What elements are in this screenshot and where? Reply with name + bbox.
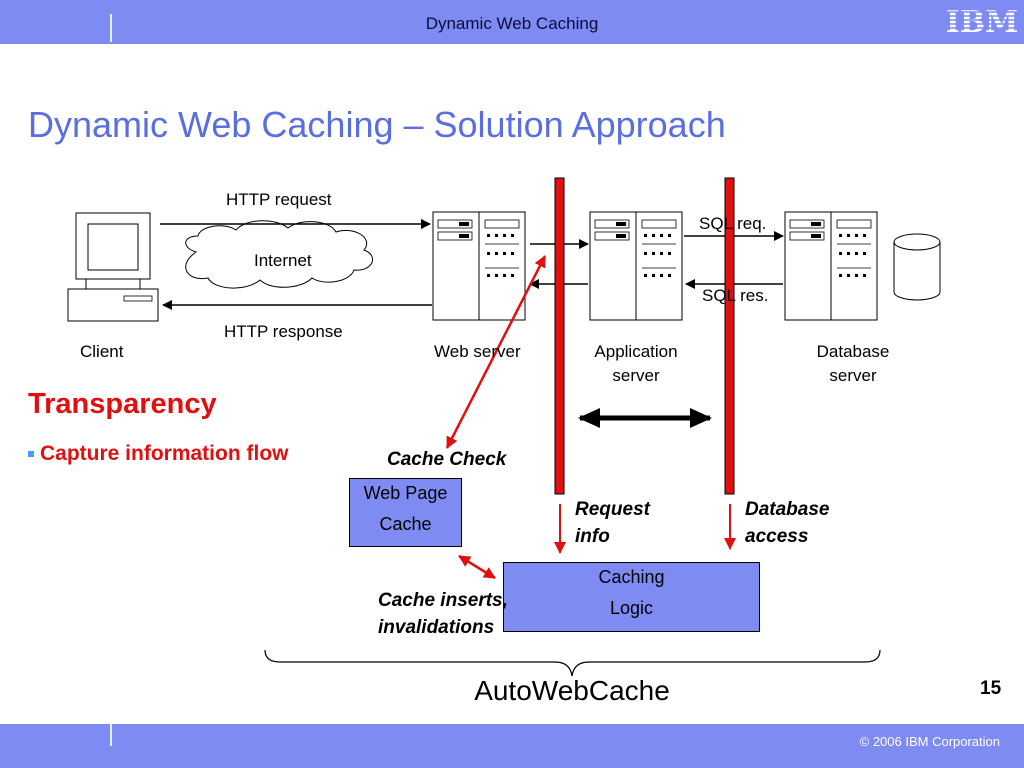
- header-bar: Dynamic Web Caching IBM: [0, 0, 1024, 44]
- autowebcache-brace: [264, 649, 881, 677]
- bullet-capture-information-flow: Capture information flow: [40, 442, 289, 465]
- header-title: Dynamic Web Caching: [425, 14, 599, 33]
- app-server-icon: [589, 211, 683, 321]
- footer-bar: © 2006 IBM Corporation: [0, 724, 1024, 768]
- footer-divider: [110, 724, 112, 746]
- cache-check-arrow: [445, 255, 547, 449]
- db-server-icon: [784, 211, 878, 321]
- transparency-heading: Transparency: [28, 388, 217, 420]
- request-info-label-line2: info: [575, 526, 610, 547]
- header-divider: [110, 14, 112, 42]
- caching-logic-line1: Caching: [598, 567, 665, 587]
- ibm-logo-icon: IBM: [946, 6, 1018, 36]
- slide-number: 15: [980, 678, 1002, 699]
- cache-inserts-label-line1: Cache inserts,: [378, 590, 508, 611]
- app-server-label-line2: server: [612, 366, 660, 385]
- internet-label: Internet: [254, 251, 312, 270]
- interception-bar-app-db: [724, 177, 735, 495]
- svg-text:IBM: IBM: [946, 6, 1018, 36]
- cache-inserts-label-line2: invalidations: [378, 617, 495, 638]
- request-info-label-line1: Request: [575, 499, 650, 520]
- http-request-label: HTTP request: [226, 190, 332, 209]
- internet-cloud-icon: [185, 220, 374, 289]
- caching-logic-line2: Logic: [609, 598, 654, 618]
- cache-check-label: Cache Check: [387, 449, 507, 470]
- client-computer-icon: [67, 212, 159, 322]
- bullet-square-icon: [28, 451, 34, 457]
- db-server-label-line1: Database: [816, 342, 890, 361]
- client-label: Client: [80, 342, 124, 361]
- autowebcache-label: AutoWebCache: [474, 675, 670, 706]
- sql-req-label: SQL req.: [699, 214, 767, 233]
- database-access-label-line2: access: [745, 526, 809, 547]
- interception-bar-web-app: [554, 177, 565, 495]
- database-access-label-line1: Database: [745, 499, 830, 520]
- caching-logic-box: Caching Logic: [503, 562, 760, 632]
- copyright-text: © 2006 IBM Corporation: [859, 734, 1000, 749]
- cache-inserts-arrow: [458, 554, 496, 580]
- slide-title: Dynamic Web Caching – Solution Approach: [28, 104, 726, 145]
- db-server-label-line2: server: [829, 366, 877, 385]
- web-page-cache-line1: Web Page: [363, 483, 448, 503]
- web-page-cache-box: Web Page Cache: [349, 478, 462, 547]
- web-server-icon: [432, 211, 526, 321]
- app-server-label-line1: Application: [594, 342, 678, 361]
- web-page-cache-line2: Cache: [379, 514, 432, 534]
- sql-res-label: SQL res.: [702, 286, 769, 305]
- http-response-label: HTTP response: [224, 322, 343, 341]
- database-cylinder-icon: [893, 233, 941, 301]
- web-server-label: Web server: [434, 342, 521, 361]
